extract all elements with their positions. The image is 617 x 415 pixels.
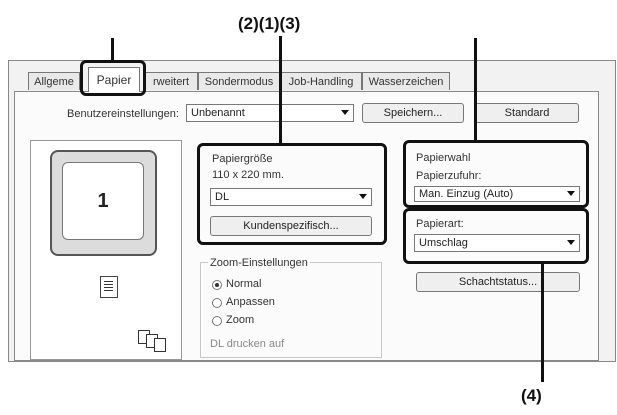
zoom-fit-label: Anpassen <box>226 296 275 308</box>
callout-line-paper-select <box>474 38 477 142</box>
chevron-down-icon <box>567 240 575 245</box>
paper-size-value: DL <box>215 191 230 203</box>
paper-feed-value: Man. Einzug (Auto) <box>419 188 514 200</box>
user-settings-value: Unbenannt <box>191 107 245 119</box>
callout-line-tab <box>111 38 114 62</box>
tab-sondermodus[interactable]: Sondermodus <box>198 72 280 90</box>
tab-erweitert[interactable]: rweitert <box>144 72 198 90</box>
multi-page-icon <box>138 330 168 354</box>
callout-line-paper-type <box>541 262 544 382</box>
chevron-down-icon <box>341 110 349 115</box>
tab-wasserzeichen[interactable]: Wasserzeichen <box>362 72 450 90</box>
page-number: 1 <box>62 162 144 240</box>
paper-feed-select[interactable]: Man. Einzug (Auto) <box>414 186 580 202</box>
custom-size-button[interactable]: Kundenspezifisch... <box>210 216 372 236</box>
tab-allgemein[interactable]: Allgeme <box>28 72 80 90</box>
callout-line-paper-size <box>279 36 282 144</box>
paper-type-label: Papierart: <box>416 218 464 230</box>
zoom-fit-radio[interactable] <box>212 298 222 308</box>
chevron-down-icon <box>359 194 367 199</box>
zoom-zoom-radio[interactable] <box>212 316 222 326</box>
standard-button[interactable]: Standard <box>475 103 579 123</box>
page-preview: 1 <box>50 150 157 256</box>
paper-feed-label: Papierzufuhr: <box>416 170 482 182</box>
paper-type-select[interactable]: Umschlag <box>414 234 580 252</box>
paper-type-value: Umschlag <box>419 237 468 249</box>
chevron-down-icon <box>567 191 575 196</box>
zoom-group-label: Zoom-Einstellungen <box>208 257 310 269</box>
tab-papier-highlight <box>80 60 146 96</box>
zoom-normal-radio[interactable] <box>212 280 222 290</box>
paper-size-group-label: Papiergröße <box>212 153 273 165</box>
print-on-label: DL drucken auf <box>210 338 285 350</box>
callout-label-bottom: (4) <box>521 386 542 405</box>
paper-size-dimensions: 110 x 220 mm. <box>212 169 284 181</box>
user-settings-select[interactable]: Unbenannt <box>186 104 354 122</box>
zoom-zoom-label: Zoom <box>226 314 255 326</box>
zoom-normal-label: Normal <box>226 278 262 290</box>
tab-job-handling[interactable]: Job-Handling <box>280 72 362 90</box>
document-icon <box>100 276 118 298</box>
paper-size-select[interactable]: DL <box>210 188 372 206</box>
user-settings-label: Benutzereinstellungen: <box>67 108 179 120</box>
tab-papier[interactable]: Papier <box>88 67 140 92</box>
tray-status-button[interactable]: Schachtstatus... <box>416 272 580 292</box>
paper-select-group-label: Papierwahl <box>416 152 471 164</box>
callout-label-top: (2)(1)(3) <box>238 14 301 33</box>
save-button[interactable]: Speichern... <box>362 103 464 123</box>
